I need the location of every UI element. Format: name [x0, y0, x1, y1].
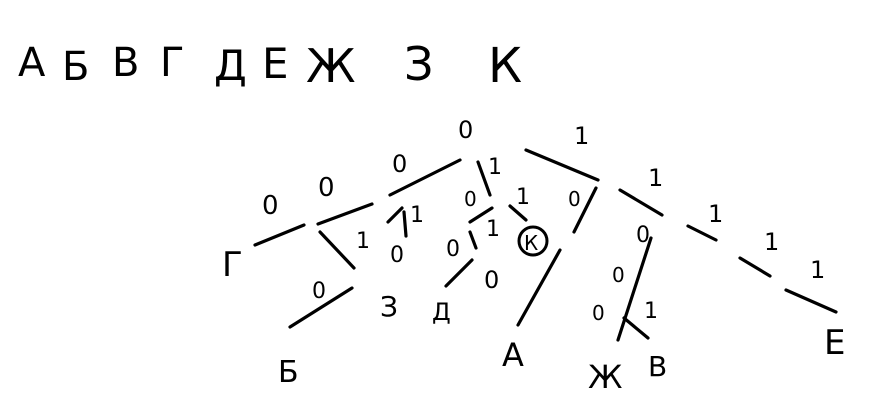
edge-label: 0	[390, 243, 404, 268]
tree-edge	[253, 223, 306, 247]
alphabet-row: А Б В Г Д Е Ж З К	[18, 37, 522, 94]
leaf-symbol: В	[648, 350, 667, 383]
alphabet-letter: А	[18, 40, 46, 86]
edge-label: 1	[764, 228, 779, 256]
tree-edge	[508, 204, 528, 222]
edge-label: 0	[318, 173, 335, 203]
leaf-symbol: Д	[432, 298, 451, 326]
edge-label: 1	[810, 256, 825, 284]
edge-label: 0	[612, 263, 625, 287]
tree-edge	[388, 158, 462, 197]
leaf-circled: К	[517, 225, 549, 257]
edge-label: 0	[636, 223, 650, 248]
edge-label: 0	[446, 237, 460, 262]
tree-edge	[468, 230, 478, 250]
edge-label: 1	[644, 299, 658, 324]
leaf-symbol: Б	[278, 355, 299, 390]
edge-label: 1	[648, 164, 663, 192]
tree-edge	[318, 230, 356, 270]
edge-label: 1	[410, 203, 424, 228]
leaf-symbol: Г	[222, 245, 243, 285]
tree-edge	[622, 316, 650, 340]
edge-label: 0	[592, 301, 605, 325]
tree-edge	[738, 256, 772, 278]
edge-labels: 0 1 0 1 0 1 0 1 0 1 0 1 0 1 0 0 1 1 1 0 …	[262, 116, 825, 324]
leaf-symbol: Е	[824, 323, 845, 363]
edge-label: 0	[568, 187, 581, 211]
edge-label: 1	[574, 122, 589, 150]
tree-edges	[253, 148, 838, 342]
tree-edge	[402, 210, 408, 238]
edge-label: 1	[516, 185, 530, 210]
extra-edge-labels: 0 0	[592, 263, 625, 325]
alphabet-letter: В	[112, 40, 139, 86]
tree-edge	[616, 236, 653, 342]
alphabet-letter: К	[488, 38, 522, 94]
tree-edge	[468, 206, 494, 224]
tree-edge	[386, 206, 404, 224]
edge-label: 0	[262, 191, 279, 221]
alphabet-letter: Б	[62, 44, 89, 90]
alphabet-letter: Е	[262, 39, 289, 88]
tree-edge	[476, 160, 492, 197]
alphabet-letter: Ж	[306, 39, 356, 93]
tree-edge	[444, 258, 474, 288]
tree-edge	[686, 224, 718, 242]
leaf-circle-mark	[517, 225, 549, 257]
alphabet-letter: Д	[214, 41, 247, 90]
edge-label: 1	[356, 229, 370, 254]
edge-label: 1	[708, 200, 723, 228]
edge-label: 1	[486, 217, 500, 242]
leaf-symbol: К	[524, 231, 538, 255]
tree-edge	[316, 202, 374, 226]
leaf-symbol: З	[380, 290, 398, 323]
alphabet-letter: З	[404, 37, 434, 91]
edge-label: 0	[484, 266, 499, 294]
tree-edge	[618, 188, 664, 217]
leaf-symbol: Ж	[588, 358, 622, 396]
tree-edge	[524, 148, 600, 182]
tree-edge	[784, 288, 838, 314]
leaf-symbol: А	[502, 336, 524, 374]
tree-edge	[516, 248, 562, 327]
edge-label: 0	[312, 279, 326, 304]
edge-label: 0	[458, 116, 473, 144]
edge-label: 0	[464, 187, 477, 211]
tree-edge	[288, 286, 354, 329]
edge-label: 1	[488, 155, 502, 180]
alphabet-letter: Г	[160, 40, 184, 86]
leaves: Г Б З Д К А Ж В Е	[222, 225, 845, 396]
edge-label: 0	[392, 150, 407, 178]
tree-edge	[572, 186, 598, 234]
